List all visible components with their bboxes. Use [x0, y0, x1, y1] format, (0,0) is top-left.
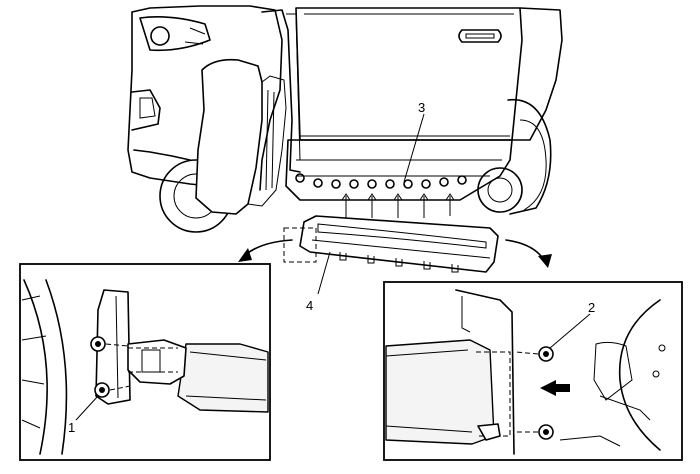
- up-arrow: [341, 193, 351, 218]
- left-inset-mud-flap: [95, 289, 131, 405]
- rocker-sill: [285, 139, 513, 201]
- left-inset-screw-lower-path: [109, 385, 131, 391]
- callout-1: 1: [68, 420, 75, 435]
- right-inset-stud: [658, 344, 666, 352]
- sill-clip: [295, 173, 305, 183]
- right-inset-door-edge: [455, 289, 515, 455]
- door-opening: [261, 9, 301, 173]
- door-handle: [458, 29, 502, 43]
- callout-3-leader: [403, 113, 425, 183]
- right-inset-screw-upper-head: [543, 351, 549, 357]
- left-detail-inset: 1: [19, 263, 271, 461]
- front-wheel-arch: [507, 98, 552, 215]
- right-inset-screw-lower-head: [543, 429, 549, 435]
- rear-bumper: [131, 89, 191, 161]
- rear-door: [295, 7, 523, 141]
- up-arrow: [419, 193, 429, 218]
- rocker-panel-body: [299, 215, 499, 273]
- rocker-panel: [299, 215, 499, 273]
- right-inset-dashed-outline: [476, 351, 511, 437]
- callout-2: 2: [588, 300, 595, 315]
- right-inset-wheel-arch: [618, 299, 661, 451]
- right-detail-inset: 2: [383, 281, 683, 461]
- right-inset-rocker-front: [385, 339, 495, 445]
- panel-tab: [367, 255, 375, 264]
- front-door: [511, 7, 563, 141]
- left-inset-guide-lines: [128, 347, 178, 373]
- right-inset-direction-arrow: [540, 380, 570, 396]
- left-inset-screw-lower-head: [99, 387, 105, 393]
- install-arrows: [341, 193, 455, 218]
- rear-body-outline: [127, 5, 283, 191]
- left-inset-tire-tread: [21, 295, 47, 429]
- left-inset-rocker-lines: [185, 351, 267, 401]
- left-inset-screw-upper-path: [105, 343, 129, 347]
- tail-light-lamp: [150, 26, 170, 46]
- callout-4-leader: [317, 251, 331, 295]
- right-inset-screw-upper-path: [515, 351, 539, 355]
- sill-clip: [313, 178, 323, 188]
- sill-clip: [367, 179, 377, 189]
- right-detail-arrow-curve: [505, 239, 545, 261]
- sill-clip: [385, 179, 395, 189]
- right-inset-rocker-lines: [385, 349, 473, 433]
- vehicle-side-view: [127, 5, 563, 233]
- up-arrow: [445, 193, 455, 216]
- left-detail-arrow-head: [238, 248, 252, 262]
- rear-mud-flap: [195, 58, 263, 215]
- up-arrow: [367, 193, 377, 218]
- right-inset-body-line: [461, 296, 471, 333]
- rocker-panel-molding: [317, 223, 487, 249]
- callout-4: 4: [306, 298, 313, 313]
- right-inset-lower-body: [559, 435, 621, 447]
- sill-lower-edge: [296, 159, 502, 177]
- left-inset-tire-edge: [23, 279, 48, 455]
- rear-door-inner: [300, 13, 514, 137]
- tail-light: [139, 16, 211, 52]
- up-arrow: [393, 193, 403, 218]
- right-inset-stud: [652, 370, 660, 378]
- panel-tab: [339, 252, 347, 261]
- sill-clip: [421, 179, 431, 189]
- front-arch-edge: [519, 119, 547, 211]
- panel-tab: [423, 261, 431, 270]
- sill-clip: [349, 179, 359, 189]
- left-inset-bracket: [127, 339, 187, 385]
- sill-clip: [457, 175, 467, 185]
- sill-clip: [331, 179, 341, 189]
- right-inset-clip-bracket: [477, 423, 501, 441]
- sill-clips: [295, 173, 467, 189]
- mud-flap-edge: [247, 75, 287, 207]
- left-detail-arrow-curve: [243, 239, 293, 257]
- left-inset-screw-upper-head: [95, 341, 101, 347]
- sill-clip: [403, 179, 413, 189]
- callout-2-leader: [549, 313, 591, 349]
- mud-flap-rib: [265, 89, 275, 191]
- rocker-panel-crease: [311, 239, 491, 259]
- front-hub: [487, 177, 513, 203]
- sill-clip: [439, 177, 449, 187]
- callout-1-leader: [75, 395, 99, 421]
- left-inset-wheel-arch: [45, 279, 68, 455]
- panel-tab: [395, 258, 403, 267]
- left-inset-mud-flap-rib: [115, 295, 119, 399]
- right-detail-arrow-head: [538, 254, 552, 268]
- detail-arrows: [238, 239, 552, 268]
- license-area: [139, 97, 156, 119]
- tail-light-lines: [184, 27, 206, 45]
- panel-tab: [451, 264, 459, 273]
- door-handle-recess: [465, 33, 495, 39]
- left-inset-rocker-end: [177, 343, 269, 413]
- right-inset-suspension-arm: [593, 341, 633, 401]
- callout-3: 3: [418, 100, 425, 115]
- right-inset-lower-arm: [599, 395, 651, 421]
- detail-box-rear: [283, 227, 317, 263]
